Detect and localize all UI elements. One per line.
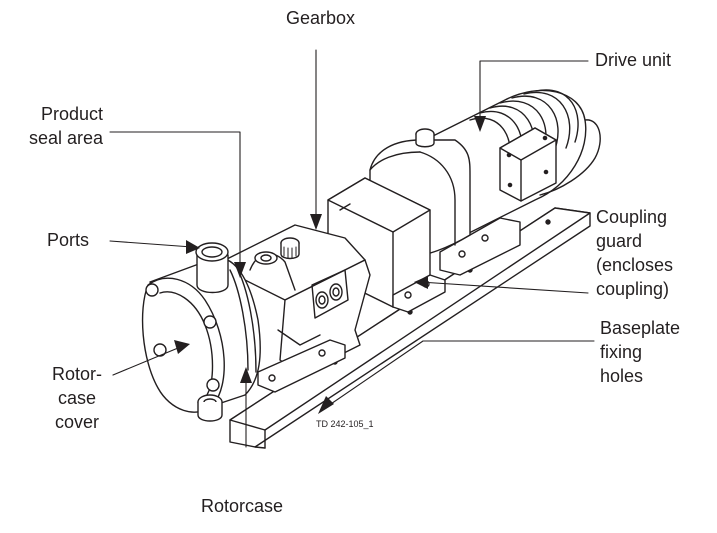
label-rotor-case-cover-line-3: cover <box>54 412 99 432</box>
label-coupling-guard-line-2: guard <box>596 231 643 251</box>
arrowheads <box>174 116 486 414</box>
label-baseplate-fixing-holes: Baseplate fixing holes <box>600 316 680 388</box>
label-ports: Ports <box>47 230 90 250</box>
rotorcase-drawing <box>141 242 261 422</box>
label-baseplate-line-3: holes <box>600 366 644 386</box>
label-rotor-case-cover-line-1: Rotor- <box>51 364 102 384</box>
label-coupling-guard-line-3: (encloses <box>596 255 674 275</box>
label-rotor-case-cover-line-2: case <box>57 388 97 408</box>
label-baseplate-line-2: fixing <box>600 342 643 362</box>
label-rotor-case-cover: Rotor- case cover <box>44 362 110 434</box>
label-coupling-guard: Coupling guard (encloses coupling) <box>596 205 673 301</box>
leader-lines <box>109 49 595 448</box>
label-product-seal-area-line-2: seal area <box>28 128 103 148</box>
label-coupling-guard-line-1: Coupling <box>596 207 668 227</box>
gearbox-drawing <box>214 224 371 393</box>
label-product-seal-area-line-1: Product <box>40 104 103 124</box>
label-rotorcase: Rotorcase <box>201 496 284 516</box>
label-baseplate-line-1: Baseplate <box>600 318 681 338</box>
label-gearbox: Gearbox <box>286 8 356 28</box>
label-drive-unit: Drive unit <box>595 50 672 70</box>
label-product-seal-area: Product seal area <box>2 102 103 150</box>
figure-code: TD 242-105_1 <box>316 419 374 429</box>
label-coupling-guard-line-4: coupling) <box>596 279 670 299</box>
